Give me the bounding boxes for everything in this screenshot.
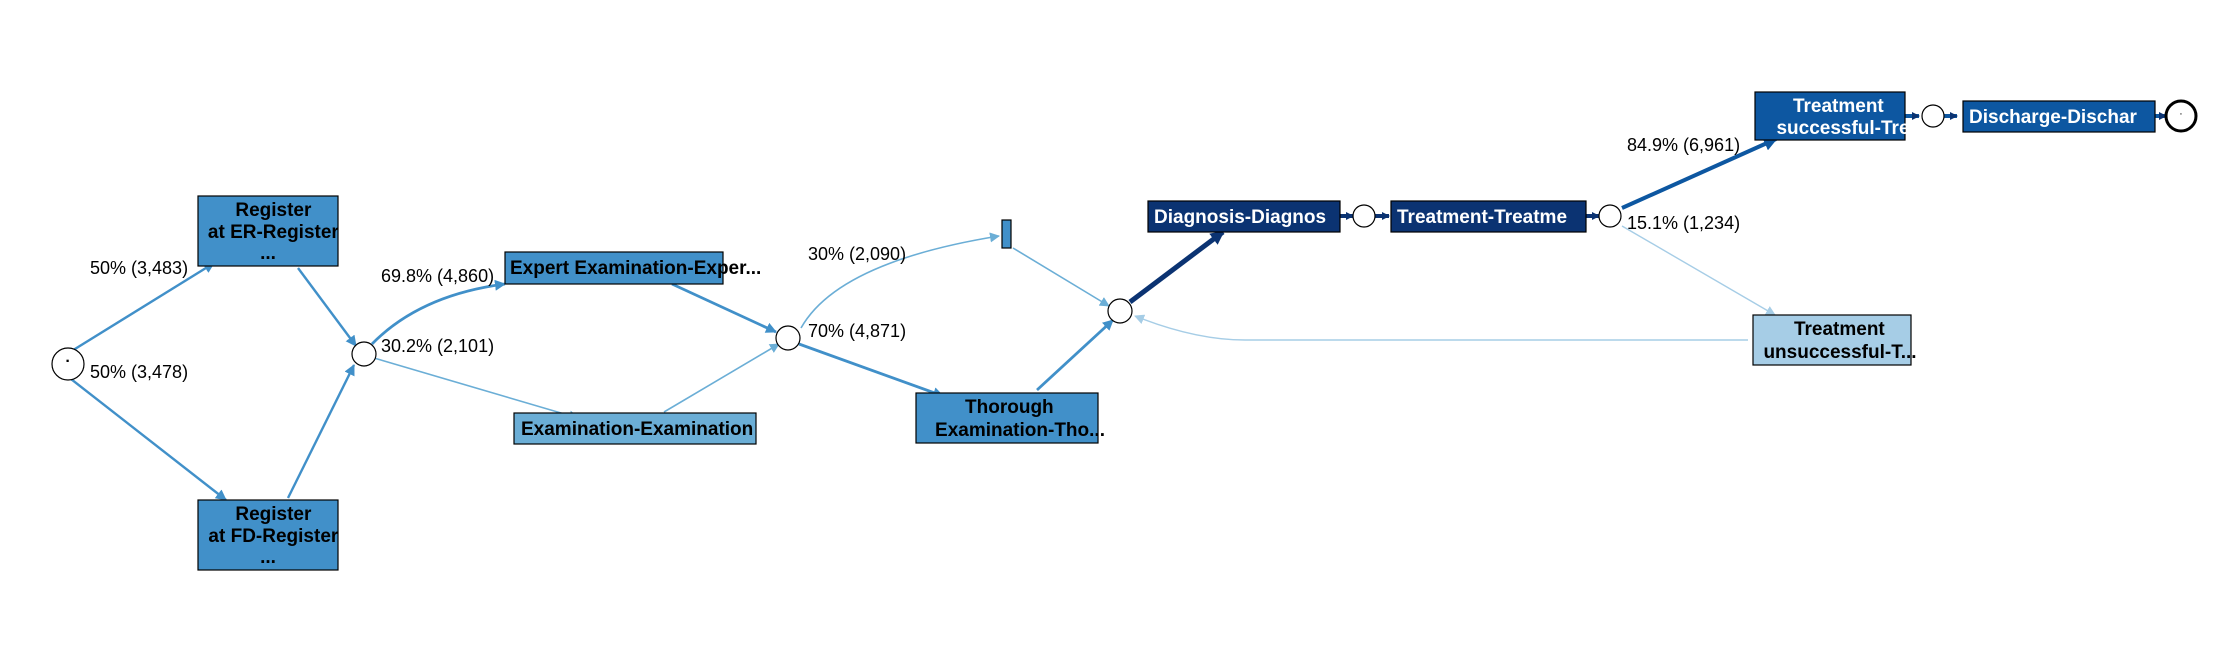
transition-diagnosis[interactable]: Diagnosis-Diagnos: [1147, 200, 1341, 233]
edge-join-to-examination: [373, 357, 579, 421]
transition-label: Expert Examination-Exper...: [510, 258, 761, 279]
edge-thorough-exam-to-merge: [1036, 318, 1114, 392]
transition-label: Diagnosis-Diagnos: [1154, 207, 1326, 228]
edge-join-to-expert-exam: [371, 279, 506, 345]
transition-label: Register at FD-Register ...: [208, 504, 343, 568]
place-after-register[interactable]: [351, 341, 377, 367]
transition-label: Register at ER-Register ...: [208, 200, 344, 264]
edge-label-to-skip: 30% (2,090): [808, 244, 906, 264]
edge-start-to-register-fd: [61, 371, 227, 501]
edge-expert-exam-to-split: [671, 282, 777, 334]
edge-place-to-treatment-unsuccessful: [1621, 225, 1776, 316]
transition-register-fd[interactable]: Register at FD-Register ...: [197, 499, 344, 571]
edges: [61, 112, 2167, 501]
edge-split-to-skip: [800, 232, 1000, 329]
transition-label: Thorough Examination-Tho...: [935, 397, 1105, 441]
start-place[interactable]: [51, 347, 85, 381]
edge-examination-to-split: [663, 343, 780, 413]
edge-treatment-unsuccessful-to-merge: [1134, 314, 1748, 341]
transition-thorough-examination[interactable]: Thorough Examination-Tho...: [915, 392, 1105, 444]
edge-label-to-treatment-unsuccessful: 15.1% (1,234): [1627, 213, 1740, 233]
place-after-examination[interactable]: [775, 325, 801, 351]
edge-merge-to-diagnosis: [1128, 230, 1225, 304]
place-after-treatment[interactable]: [1598, 204, 1622, 228]
edge-label-to-examination: 30.2% (2,101): [381, 336, 494, 356]
transition-expert-examination[interactable]: Expert Examination-Exper...: [504, 251, 761, 285]
places: · ·: [51, 99, 2198, 381]
transition-treatment-successful[interactable]: Treatment successful-Tre: [1754, 91, 1910, 141]
end-place-token: ·: [2179, 108, 2183, 120]
edge-start-to-register-er: [61, 261, 215, 359]
silent-skip-transition[interactable]: [1001, 219, 1012, 249]
transition-label: Discharge-Dischar: [1969, 107, 2138, 128]
transition-register-er[interactable]: Register at ER-Register ...: [197, 195, 344, 267]
edge-label-to-expert-exam: 69.8% (4,860): [381, 266, 494, 286]
edge-split-to-thorough-exam: [798, 342, 944, 398]
edge-register-fd-to-join: [286, 364, 356, 499]
place-after-diagnosis[interactable]: [1352, 204, 1376, 228]
edge-label-to-register-er: 50% (3,483): [90, 258, 188, 278]
transition-discharge[interactable]: Discharge-Dischar: [1962, 100, 2156, 133]
transition-label: Treatment unsuccessful-T...: [1763, 319, 1916, 363]
edge-labels: 50% (3,483) 50% (3,478) 69.8% (4,860) 30…: [90, 135, 1740, 382]
edge-skip-to-merge: [1012, 247, 1110, 307]
transition-examination[interactable]: Examination-Examination: [513, 412, 757, 445]
edge-label-to-treatment-successful: 84.9% (6,961): [1627, 135, 1740, 155]
end-place[interactable]: [2164, 99, 2198, 133]
edge-register-er-to-join: [297, 267, 357, 347]
start-place-token: ·: [65, 353, 70, 370]
transition-treatment[interactable]: Treatment-Treatme: [1390, 200, 1587, 233]
transition-label: Treatment-Treatme: [1397, 207, 1567, 228]
transition-label: Examination-Examination: [521, 419, 753, 440]
edge-label-to-register-fd: 50% (3,478): [90, 362, 188, 382]
edge-place-to-treatment-successful: [1621, 137, 1778, 210]
transitions: Register at ER-Register ... Register at …: [197, 91, 2156, 571]
place-after-treatment-successful[interactable]: [1921, 104, 1945, 128]
transition-treatment-unsuccessful[interactable]: Treatment unsuccessful-T...: [1752, 314, 1917, 366]
edge-label-to-thorough-exam: 70% (4,871): [808, 321, 906, 341]
place-before-diagnosis[interactable]: [1107, 298, 1133, 324]
transition-label: Treatment successful-Tre: [1776, 96, 1909, 139]
